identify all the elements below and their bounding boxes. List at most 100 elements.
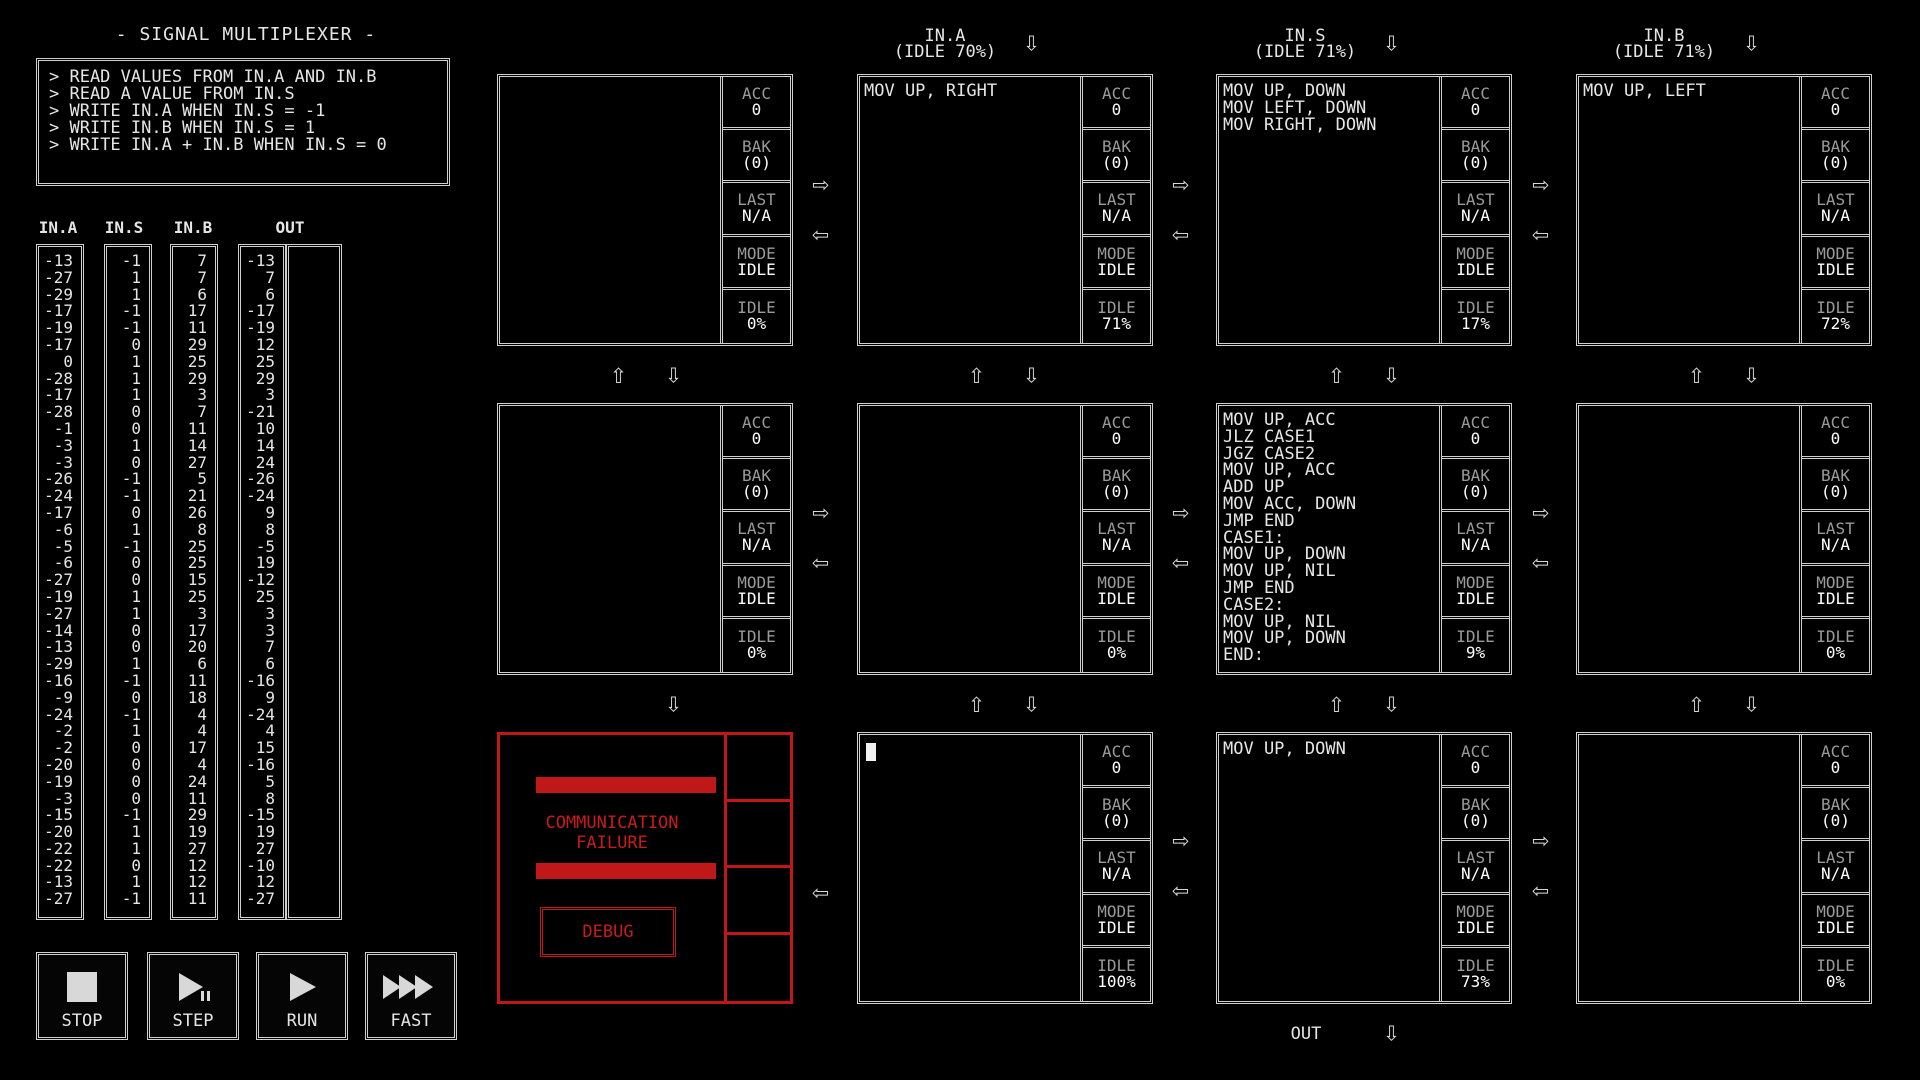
stream-in-a: -13 -27 -29 -17 -19 -17 0 -28 -17 -28 -1… — [36, 244, 84, 920]
arrow-right-icon: ⇨ — [1532, 823, 1549, 856]
debug-button[interactable]: DEBUG — [540, 907, 676, 957]
bak-register: BAK(0) — [1083, 130, 1150, 184]
arrow-up-icon: ⇧ — [1688, 357, 1705, 390]
node-code[interactable]: MOV UP, ACC JLZ CASE1 JGZ CASE2 MOV UP, … — [1223, 410, 1357, 666]
arrow-left-icon: ⇦ — [1532, 873, 1549, 906]
input-name-in-a: IN.A — [924, 26, 966, 46]
node-code[interactable]: MOV UP, DOWN — [1223, 739, 1346, 759]
input-status-in-b: (IDLE 71%) — [1612, 42, 1716, 62]
bak-register: BAK(0) — [723, 130, 790, 184]
node-code[interactable]: MOV UP, RIGHT — [864, 81, 998, 101]
bak-register: BAK(0) — [1442, 788, 1509, 842]
arrow-left-icon: ⇦ — [812, 875, 829, 908]
arrow-right-icon: ⇨ — [1532, 167, 1549, 200]
bak-register: BAK(0) — [1802, 459, 1869, 513]
node[interactable]: MOV UP, ACC JLZ CASE1 JGZ CASE2 MOV UP, … — [1216, 403, 1512, 675]
step-icon — [179, 973, 210, 1001]
arrow-down-icon: ⇩ — [1383, 25, 1400, 58]
stop-button[interactable]: STOP — [36, 952, 128, 1040]
arrow-up-icon: ⇧ — [1688, 686, 1705, 719]
stop-label: STOP — [61, 1011, 103, 1031]
stream-in-b: 7 7 6 17 11 29 25 29 3 7 11 14 27 5 21 2… — [170, 244, 218, 920]
arrow-down-icon: ⇩ — [1383, 1015, 1400, 1048]
run-button[interactable]: RUN — [256, 952, 348, 1040]
bak-register: BAK(0) — [1802, 130, 1869, 184]
stream-out-actual — [286, 244, 342, 920]
node-code[interactable]: MOV UP, LEFT — [1583, 81, 1706, 101]
input-name-in-s: IN.S — [1284, 26, 1326, 46]
arrow-down-icon: ⇩ — [1023, 25, 1040, 58]
arrow-down-icon: ⇩ — [665, 686, 682, 719]
step-button[interactable]: STEP — [147, 952, 239, 1040]
stream-header-in-a: IN.A — [38, 218, 78, 237]
arrow-up-icon: ⇧ — [1328, 357, 1345, 390]
arrow-up-icon: ⇧ — [968, 357, 985, 390]
arrow-down-icon: ⇩ — [1743, 25, 1760, 58]
bak-register: BAK(0) — [1442, 130, 1509, 184]
arrow-up-icon: ⇧ — [968, 686, 985, 719]
puzzle-title: - SIGNAL MULTIPLEXER - — [115, 24, 377, 45]
arrow-down-icon: ⇩ — [1383, 686, 1400, 719]
arrow-down-icon: ⇩ — [1383, 357, 1400, 390]
run-label: RUN — [286, 1011, 318, 1031]
arrow-left-icon: ⇦ — [812, 217, 829, 250]
fast-button[interactable]: FAST — [365, 952, 457, 1040]
output-label: OUT — [1290, 1024, 1322, 1044]
node-code[interactable]: MOV UP, DOWN MOV LEFT, DOWN MOV RIGHT, D… — [1223, 81, 1377, 135]
input-header-in-a: IN.A (IDLE 70%) — [875, 26, 1015, 61]
arrow-left-icon: ⇦ — [1172, 217, 1189, 250]
arrow-up-icon: ⇧ — [610, 357, 627, 390]
stream-in-s: -1 1 1 -1 -1 0 1 1 1 0 0 1 0 -1 -1 0 1 -… — [104, 244, 152, 920]
arrow-down-icon: ⇩ — [1743, 686, 1760, 719]
failed-node: COMMUNICATION FAILURE DEBUG — [497, 732, 793, 1004]
fast-label: FAST — [390, 1011, 432, 1031]
bak-register: BAK(0) — [1083, 459, 1150, 513]
arrow-left-icon: ⇦ — [812, 545, 829, 578]
input-status-in-s: (IDLE 71%) — [1253, 42, 1357, 62]
bak-register: BAK(0) — [1802, 788, 1869, 842]
arrow-right-icon: ⇨ — [1172, 167, 1189, 200]
node[interactable]: MOV UP, DOWN MOV LEFT, DOWN MOV RIGHT, D… — [1216, 74, 1512, 346]
input-header-in-s: IN.S (IDLE 71%) — [1235, 26, 1375, 62]
